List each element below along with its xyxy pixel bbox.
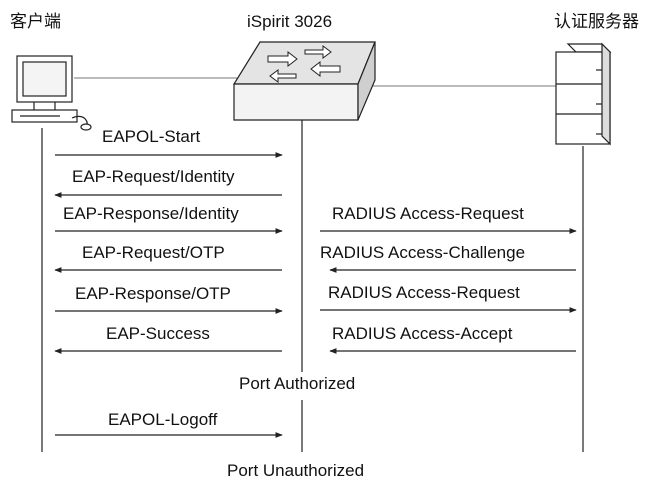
msg-radius-access-request-1: RADIUS Access-Request <box>332 204 524 223</box>
msg-eap-success: EAP-Success <box>106 324 210 343</box>
server-icon <box>555 42 612 146</box>
state-port-unauthorized: Port Unauthorized <box>227 461 365 480</box>
switch-title: iSpirit 3026 <box>247 12 333 31</box>
server-title: 认证服务器 <box>554 12 639 31</box>
switch-icon <box>232 41 376 121</box>
client-title: 客户端 <box>10 12 61 31</box>
state-port-authorized: Port Authorized <box>239 374 356 393</box>
msg-eap-request-identity: EAP-Request/Identity <box>72 167 235 186</box>
msg-radius-access-request-2: RADIUS Access-Request <box>328 283 520 302</box>
msg-radius-access-challenge: RADIUS Access-Challenge <box>320 243 526 262</box>
computer-icon <box>11 55 92 131</box>
msg-eap-response-otp: EAP-Response/OTP <box>75 284 231 303</box>
msg-eap-request-otp: EAP-Request/OTP <box>82 243 225 262</box>
msg-eapol-logoff: EAPOL-Logoff <box>108 410 218 429</box>
msg-radius-access-accept: RADIUS Access-Accept <box>332 324 513 343</box>
msg-eapol-start: EAPOL-Start <box>102 127 201 146</box>
msg-eap-response-identity: EAP-Response/Identity <box>63 204 239 223</box>
